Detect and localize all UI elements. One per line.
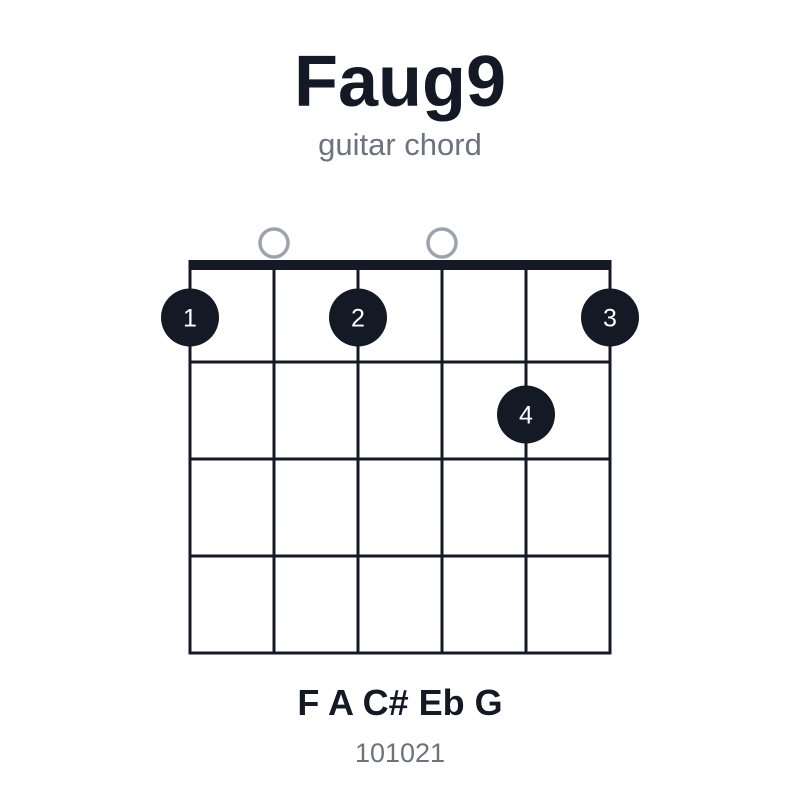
chord-notes: F A C# Eb G [297,682,503,723]
finger-label: 4 [519,402,533,430]
open-string-marker [426,227,458,259]
finger-label: 2 [351,305,365,333]
chord-fingering: 101021 [354,738,446,768]
finger-label: 3 [603,305,617,333]
finger-dot [581,288,639,347]
finger-dot [497,385,555,444]
finger-dot [329,288,387,347]
finger-dot [161,288,219,347]
open-string-marker [258,227,290,259]
nut [188,260,612,270]
chord-subtitle: guitar chord [318,127,482,162]
chord-title: Faug9 [293,42,507,122]
finger-label: 1 [183,305,197,333]
